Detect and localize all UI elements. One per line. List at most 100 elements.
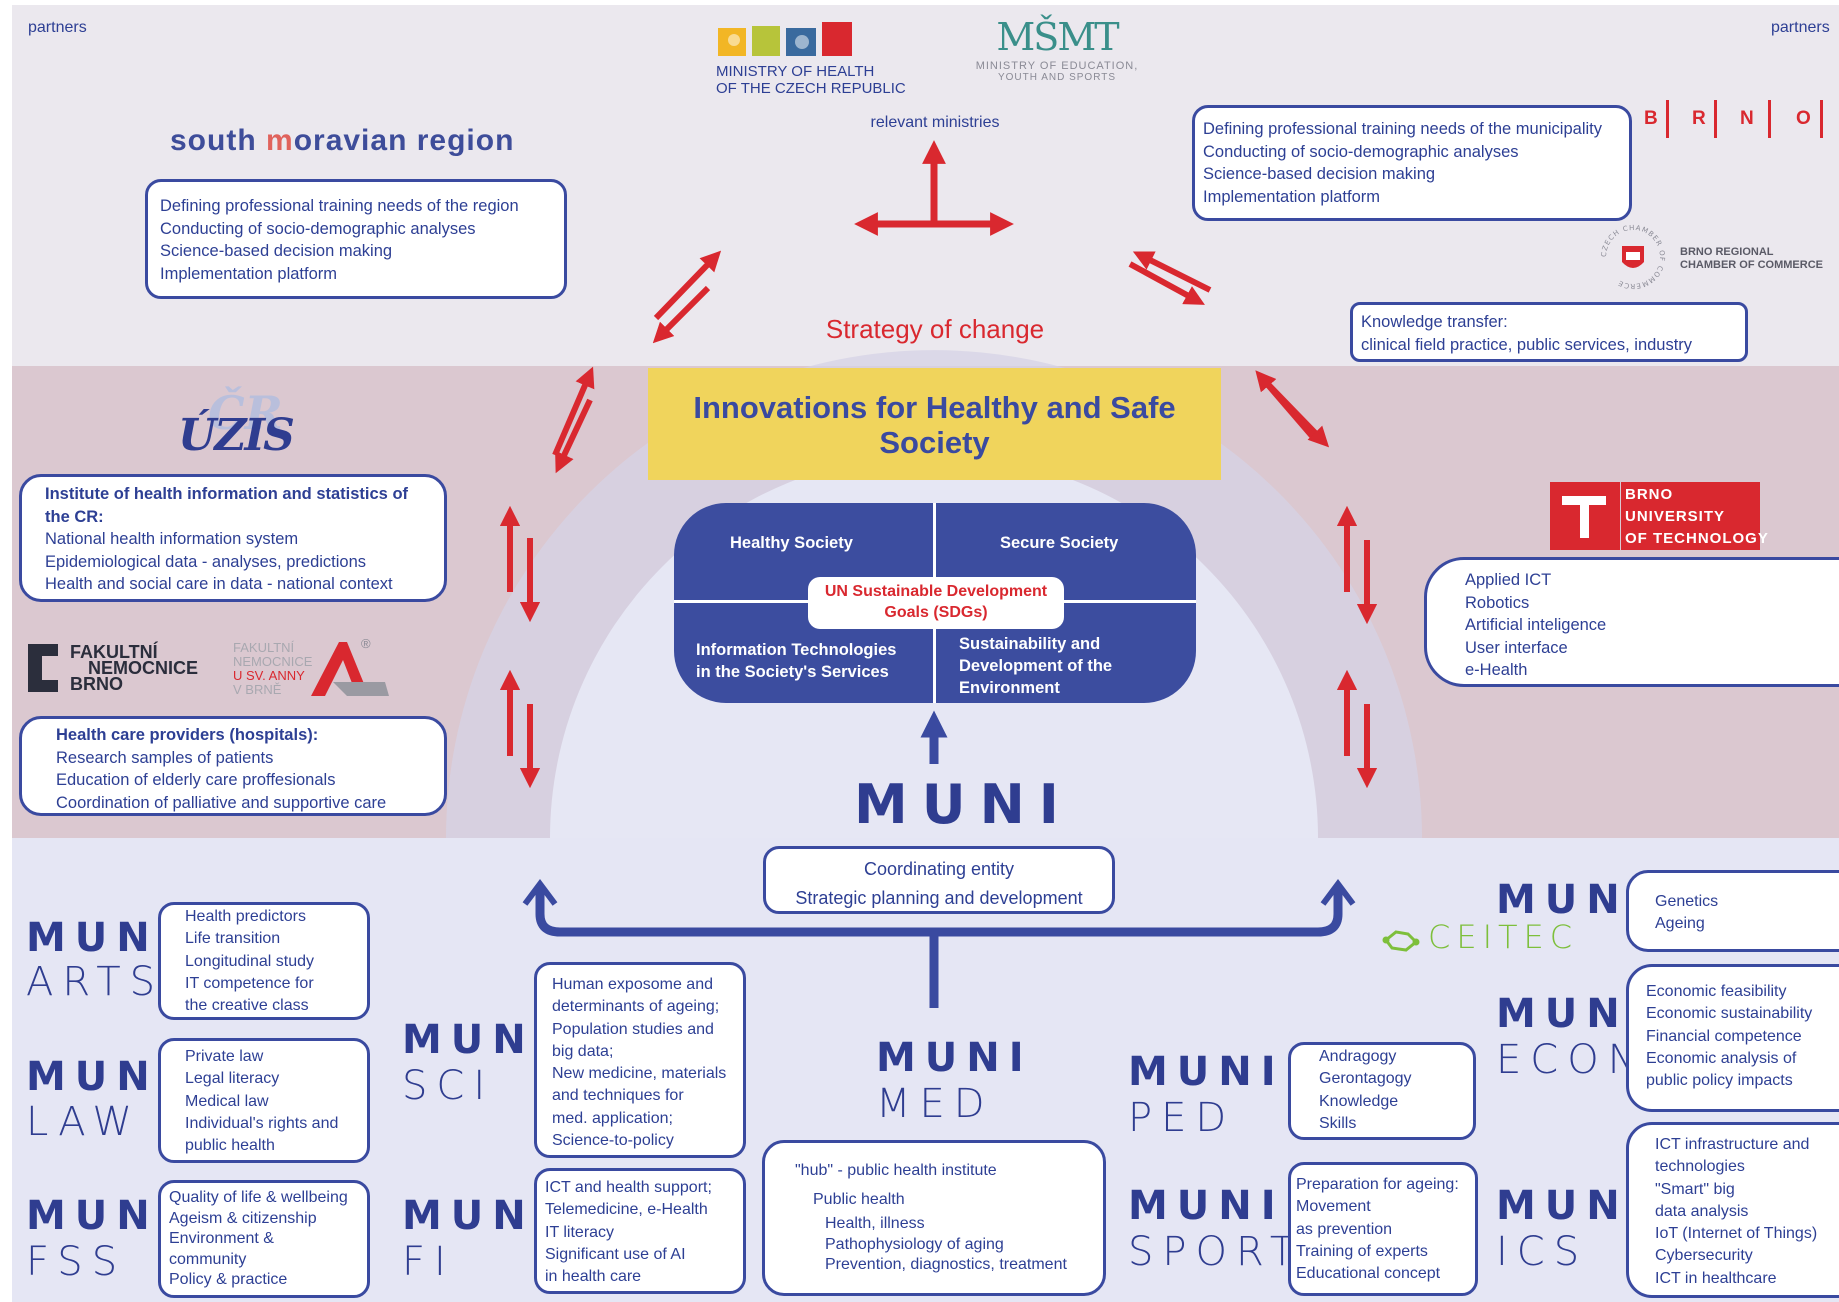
econ-box: Economic feasibility Economic sustainabi…	[1626, 964, 1839, 1112]
ministries-arrow	[854, 140, 1014, 236]
sci-item: Human exposome and	[552, 976, 713, 993]
brno-divider	[1714, 100, 1717, 138]
uzis-box: Institute of health information and stat…	[19, 474, 447, 602]
ped-item: Knowledge	[1319, 1092, 1399, 1110]
arrow-up-left	[1132, 251, 1212, 293]
but-item: Applied ICT	[1465, 571, 1552, 589]
fss-box: Quality of life & wellbeing Ageism & cit…	[158, 1180, 370, 1298]
sci-item: med. application;	[552, 1109, 673, 1127]
arts-item: the creative class	[185, 997, 309, 1015]
ceitec-item: Genetics	[1655, 893, 1719, 910]
partners-label-right: partners	[1771, 19, 1830, 36]
fi-box: ICT and health support; Telemedicine, e-…	[534, 1168, 746, 1294]
sdg-line1: UN Sustainable Development	[824, 583, 1048, 600]
sci-item: big data;	[552, 1042, 614, 1060]
ministry-of-health-logo: MINISTRY OF HEALTH OF THE CZECH REPUBLIC	[716, 20, 906, 97]
municipality-box: Defining professional training needs of …	[1192, 105, 1632, 221]
red-arrows	[499, 140, 1378, 789]
med-hub: "hub" - public health institute	[795, 1162, 997, 1179]
south-moravian-region-logo: south moravian region	[170, 124, 514, 158]
fi-item: ICT and health support;	[545, 1179, 712, 1196]
fn-brno-line1: FAKULTNÍ	[70, 642, 158, 662]
but-line1: BRNO	[1625, 486, 1674, 503]
muni-econ-logo: MUNI	[1496, 991, 1653, 1037]
arrow-down-right	[1128, 261, 1205, 305]
ics-item: ICT in healthcare	[1655, 1269, 1777, 1287]
ics-item: Cybersecurity	[1655, 1247, 1753, 1265]
hospitals-item: Coordination of palliative and supportiv…	[56, 793, 387, 812]
central-title-banner: Innovations for Healthy and Safe Society	[648, 368, 1221, 480]
but-line2: UNIVERSITY	[1625, 508, 1726, 525]
med-item: Pathophysiology of aging	[825, 1235, 1004, 1253]
ped-box: Andragogy Gerontagogy Knowledge Skills	[1288, 1042, 1476, 1140]
double-arrows	[499, 250, 1378, 789]
municipality-item: Implementation platform	[1203, 187, 1380, 206]
fn-anna-logo: FAKULTNÍ NEMOCNICE U SV. ANNY V BRNĚ ®	[233, 636, 393, 700]
econ-item: Financial competence	[1646, 1027, 1802, 1045]
muni-sport-logo: MUNI	[1128, 1183, 1285, 1229]
uzis-logo: ČR ÚZIS	[178, 386, 298, 462]
ministry-of-health-line2: OF THE CZECH REPUBLIC	[716, 80, 906, 97]
faculty-distribution-arrow	[535, 886, 1343, 1008]
region-title-m: m	[266, 124, 294, 157]
fi-item: IT literacy	[545, 1223, 615, 1241]
arts-item: Longitudinal study	[185, 952, 314, 970]
brno-letter: R	[1692, 108, 1706, 129]
sport-item: Preparation for ageing:	[1296, 1176, 1459, 1193]
municipality-item: Defining professional training needs of …	[1203, 120, 1602, 138]
arrow-down-left	[652, 285, 711, 344]
fn-anna-text: FAKULTNÍ NEMOCNICE U SV. ANNY V BRNĚ	[233, 641, 312, 697]
uzis-item: Epidemiological data - analyses, predict…	[45, 552, 367, 571]
but-item: User interface	[1465, 638, 1568, 657]
hospitals-title: Health care providers (hospitals):	[56, 726, 319, 744]
uzis-item: National health information system	[45, 530, 299, 548]
chamber-item: clinical field practice, public services…	[1361, 335, 1693, 354]
fi-item: Significant use of AI	[545, 1245, 686, 1263]
ministry-of-health-mark	[718, 22, 852, 56]
strategy-of-change-label: Strategy of change	[825, 314, 1045, 344]
arrow-down-left	[555, 398, 593, 474]
med-item: Health, illness	[825, 1215, 925, 1232]
muni-med-logo: MUNI	[876, 1035, 1033, 1081]
fss-item: Quality of life & wellbeing	[169, 1189, 348, 1206]
municipality-item: Conducting of socio-demographic analyses	[1203, 142, 1519, 161]
ceitec-name: CEITEC	[1428, 918, 1579, 956]
quadrant-it-line1: Information Technologies	[696, 641, 897, 659]
muni-arts-logo: MUNI	[26, 915, 183, 961]
muni-ped-logo: MUNI	[1128, 1049, 1285, 1095]
fn-anna-line3: U SV. ANNY	[233, 668, 305, 683]
arrowhead-right	[1320, 879, 1356, 906]
coordinating-line2: Strategic planning and development	[795, 888, 1083, 908]
law-item: Legal literacy	[185, 1070, 280, 1088]
but-box: Applied ICT Robotics Artificial intelige…	[1424, 557, 1839, 687]
fss-faculty-label: FSS	[26, 1239, 127, 1285]
med-item: Prevention, diagnostics, treatment	[825, 1256, 1067, 1273]
muni-fss-logo: MUNI	[26, 1193, 183, 1239]
arts-item: Life transition	[185, 930, 281, 948]
arrow-up-right	[552, 366, 595, 457]
ics-box: ICT infrastructure and technologies "Sma…	[1626, 1122, 1839, 1298]
central-title-line1: Innovations for Healthy and Safe	[693, 390, 1176, 425]
ped-faculty-label: PED	[1128, 1095, 1236, 1141]
relevant-ministries-label: relevant ministries	[870, 114, 1000, 131]
chamber-name: BRNO REGIONAL CHAMBER OF COMMERCE	[1680, 246, 1823, 272]
chamber-of-commerce-logo: CZECH CHAMBER OF COMMERCE BRNO REGIONAL …	[1598, 222, 1823, 297]
but-logo: BRNO UNIVERSITY OF TECHNOLOGY	[1550, 482, 1768, 550]
brno-city-logo: B R N O	[1644, 100, 1839, 140]
coordinating-entity-box: Coordinating entity Strategic planning a…	[763, 846, 1115, 914]
region-item: Conducting of socio-demographic analyses	[160, 219, 476, 238]
fn-anna-line4: V BRNĚ	[233, 682, 282, 697]
law-faculty-label: LAW	[26, 1099, 141, 1145]
ceitec-box: Genetics Ageing	[1626, 870, 1839, 952]
region-item: Science-based decision making	[160, 242, 393, 260]
municipality-item: Science-based decision making	[1203, 165, 1436, 183]
ministry-of-education-line2: YOUTH AND SPORTS	[997, 72, 1117, 83]
quadrant-sustainability: Sustainability and Development of the En…	[959, 633, 1112, 699]
law-item: Private law	[185, 1048, 264, 1065]
law-item: Individual's rights and	[185, 1114, 339, 1132]
brno-divider	[1768, 100, 1771, 138]
sdg-line2: Goals (SDGs)	[884, 604, 988, 621]
sci-item: determinants of ageing;	[552, 998, 720, 1016]
region-item: Defining professional training needs of …	[160, 197, 519, 215]
